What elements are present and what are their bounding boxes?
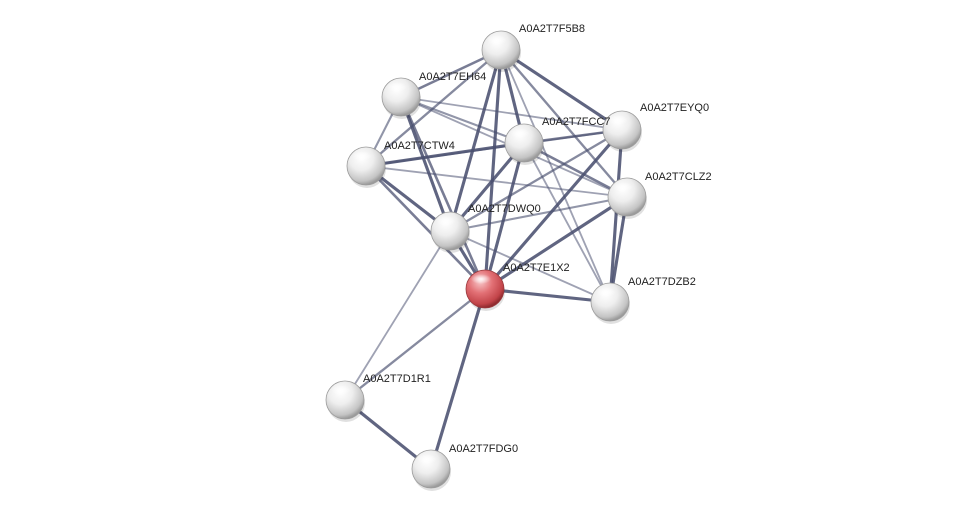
node-label-a0a2t7fcc7: A0A2T7FCC7 bbox=[542, 116, 610, 128]
edge-a0a2t7f5b8-a0a2t7dzb2[interactable] bbox=[500, 49, 611, 303]
node-label-a0a2t7eyq0: A0A2T7EYQ0 bbox=[640, 102, 709, 114]
edge-a0a2t7eh64-a0a2t7eyq0[interactable] bbox=[400, 96, 623, 131]
node-label-a0a2t7f5b8: A0A2T7F5B8 bbox=[519, 23, 585, 35]
edge-a0a2t7f5b8-a0a2t7eyq0[interactable] bbox=[499, 48, 624, 132]
node-label-a0a2t7dwq0: A0A2T7DWQ0 bbox=[468, 203, 541, 215]
edge-a0a2t7fcc7-a0a2t7e1x2[interactable] bbox=[483, 141, 526, 291]
node-a0a2t7dwq0[interactable]: A0A2T7DWQ0 bbox=[430, 203, 541, 253]
edge-a0a2t7dwq0-a0a2t7d1r1[interactable] bbox=[344, 230, 451, 401]
node-a0a2t7dzb2[interactable]: A0A2T7DZB2 bbox=[590, 276, 696, 324]
node-highlight bbox=[436, 216, 456, 226]
edge-a0a2t7dwq0-a0a2t7dzb2[interactable] bbox=[449, 230, 611, 303]
edge-layer bbox=[343, 48, 629, 471]
node-a0a2t7eyq0[interactable]: A0A2T7EYQ0 bbox=[602, 102, 709, 152]
edge-a0a2t7ctw4-a0a2t7e1x2[interactable] bbox=[364, 164, 487, 291]
edge-a0a2t7fcc7-a0a2t7dzb2[interactable] bbox=[523, 142, 611, 303]
node-label-a0a2t7clz2: A0A2T7CLZ2 bbox=[645, 171, 712, 183]
node-a0a2t7e1x2[interactable]: A0A2T7E1X2 bbox=[465, 262, 570, 311]
node-highlight bbox=[352, 151, 372, 161]
edge-a0a2t7eh64-a0a2t7e1x2[interactable] bbox=[399, 95, 487, 291]
node-label-a0a2t7dzb2: A0A2T7DZB2 bbox=[628, 276, 696, 288]
edge-a0a2t7eyq0-a0a2t7dwq0[interactable] bbox=[448, 128, 624, 233]
node-a0a2t7fdg0[interactable]: A0A2T7FDG0 bbox=[411, 443, 518, 491]
edge-a0a2t7f5b8-a0a2t7e1x2[interactable] bbox=[483, 48, 503, 291]
edge-a0a2t7clz2-a0a2t7e1x2[interactable] bbox=[483, 195, 629, 291]
node-a0a2t7eh64[interactable]: A0A2T7EH64 bbox=[381, 71, 486, 119]
node-highlight bbox=[331, 385, 351, 395]
node-label-a0a2t7eh64: A0A2T7EH64 bbox=[419, 71, 486, 83]
node-label-a0a2t7ctw4: A0A2T7CTW4 bbox=[384, 140, 455, 152]
node-a0a2t7d1r1[interactable]: A0A2T7D1R1 bbox=[325, 373, 431, 422]
edge-a0a2t7eh64-a0a2t7dwq0[interactable] bbox=[399, 95, 452, 233]
node-highlight bbox=[387, 82, 407, 92]
edge-a0a2t7eyq0-a0a2t7e1x2[interactable] bbox=[483, 128, 624, 291]
edge-a0a2t7e1x2-a0a2t7dzb2[interactable] bbox=[483, 287, 612, 304]
node-highlight bbox=[487, 35, 507, 45]
node-highlight bbox=[417, 454, 437, 464]
edge-a0a2t7f5b8-a0a2t7dwq0[interactable] bbox=[448, 48, 503, 233]
node-label-a0a2t7d1r1: A0A2T7D1R1 bbox=[363, 373, 431, 385]
node-label-a0a2t7e1x2: A0A2T7E1X2 bbox=[503, 262, 570, 274]
node-highlight bbox=[613, 182, 633, 192]
node-layer: A0A2T7F5B8A0A2T7EH64A0A2T7EYQ0A0A2T7FCC7… bbox=[325, 23, 712, 491]
node-a0a2t7f5b8[interactable]: A0A2T7F5B8 bbox=[481, 23, 585, 72]
node-a0a2t7ctw4[interactable]: A0A2T7CTW4 bbox=[346, 140, 455, 188]
node-highlight bbox=[608, 115, 628, 125]
edge-a0a2t7eyq0-a0a2t7dzb2[interactable] bbox=[608, 128, 624, 304]
edge-a0a2t7f5b8-a0a2t7clz2[interactable] bbox=[499, 48, 629, 199]
edge-a0a2t7fcc7-a0a2t7ctw4[interactable] bbox=[364, 141, 526, 168]
edge-a0a2t7e1x2-a0a2t7d1r1[interactable] bbox=[343, 287, 487, 402]
node-highlight bbox=[471, 274, 491, 284]
node-a0a2t7clz2[interactable]: A0A2T7CLZ2 bbox=[607, 171, 712, 219]
node-a0a2t7fcc7[interactable]: A0A2T7FCC7 bbox=[504, 116, 610, 165]
edge-a0a2t7eh64-a0a2t7fcc7[interactable] bbox=[399, 95, 526, 145]
edge-a0a2t7clz2-a0a2t7dwq0[interactable] bbox=[448, 195, 629, 233]
edge-a0a2t7e1x2-a0a2t7fdg0[interactable] bbox=[429, 287, 487, 471]
edge-a0a2t7ctw4-a0a2t7clz2[interactable] bbox=[365, 165, 628, 198]
node-label-a0a2t7fdg0: A0A2T7FDG0 bbox=[449, 443, 518, 455]
node-highlight bbox=[596, 287, 616, 297]
node-highlight bbox=[510, 128, 530, 138]
edge-a0a2t7f5b8-a0a2t7ctw4[interactable] bbox=[364, 48, 503, 168]
